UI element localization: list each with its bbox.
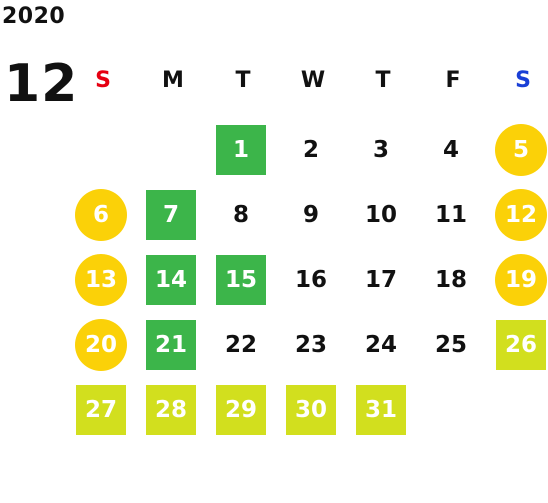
day-cell-22[interactable]: 22 (224, 332, 257, 358)
weekday-tuesday: T (235, 68, 251, 93)
day-cell-27[interactable]: 27 (76, 385, 126, 435)
day-cell-17[interactable]: 17 (364, 267, 397, 293)
day-cell-2[interactable]: 2 (302, 137, 319, 163)
day-cell-18[interactable]: 18 (434, 267, 467, 293)
weekday-friday: F (445, 68, 461, 93)
calendar-year: 2020 (2, 4, 66, 29)
day-cell-13[interactable]: 13 (75, 254, 127, 306)
day-cell-12[interactable]: 12 (495, 189, 547, 241)
day-cell-23[interactable]: 23 (294, 332, 327, 358)
day-cell-29[interactable]: 29 (216, 385, 266, 435)
calendar-month: 12 (4, 54, 79, 114)
day-cell-16[interactable]: 16 (294, 267, 327, 293)
day-cell-26[interactable]: 26 (496, 320, 546, 370)
day-cell-19[interactable]: 19 (495, 254, 547, 306)
day-cell-28[interactable]: 28 (146, 385, 196, 435)
weekday-saturday: S (515, 68, 531, 93)
weekday-monday: M (162, 68, 184, 93)
day-cell-10[interactable]: 10 (364, 202, 397, 228)
weekday-wednesday: W (300, 68, 326, 93)
day-cell-31[interactable]: 31 (356, 385, 406, 435)
day-cell-4[interactable]: 4 (442, 137, 459, 163)
day-cell-15[interactable]: 15 (216, 255, 266, 305)
day-cell-1[interactable]: 1 (216, 125, 266, 175)
weekday-thursday: T (375, 68, 391, 93)
day-cell-11[interactable]: 11 (434, 202, 467, 228)
day-cell-8[interactable]: 8 (232, 202, 249, 228)
day-cell-5[interactable]: 5 (495, 124, 547, 176)
day-cell-6[interactable]: 6 (75, 189, 127, 241)
day-cell-25[interactable]: 25 (434, 332, 467, 358)
weekday-sunday: S (95, 68, 111, 93)
day-cell-9[interactable]: 9 (302, 202, 319, 228)
day-cell-20[interactable]: 20 (75, 319, 127, 371)
day-cell-7[interactable]: 7 (146, 190, 196, 240)
day-cell-24[interactable]: 24 (364, 332, 397, 358)
day-cell-30[interactable]: 30 (286, 385, 336, 435)
day-cell-3[interactable]: 3 (372, 137, 389, 163)
day-cell-21[interactable]: 21 (146, 320, 196, 370)
day-cell-14[interactable]: 14 (146, 255, 196, 305)
